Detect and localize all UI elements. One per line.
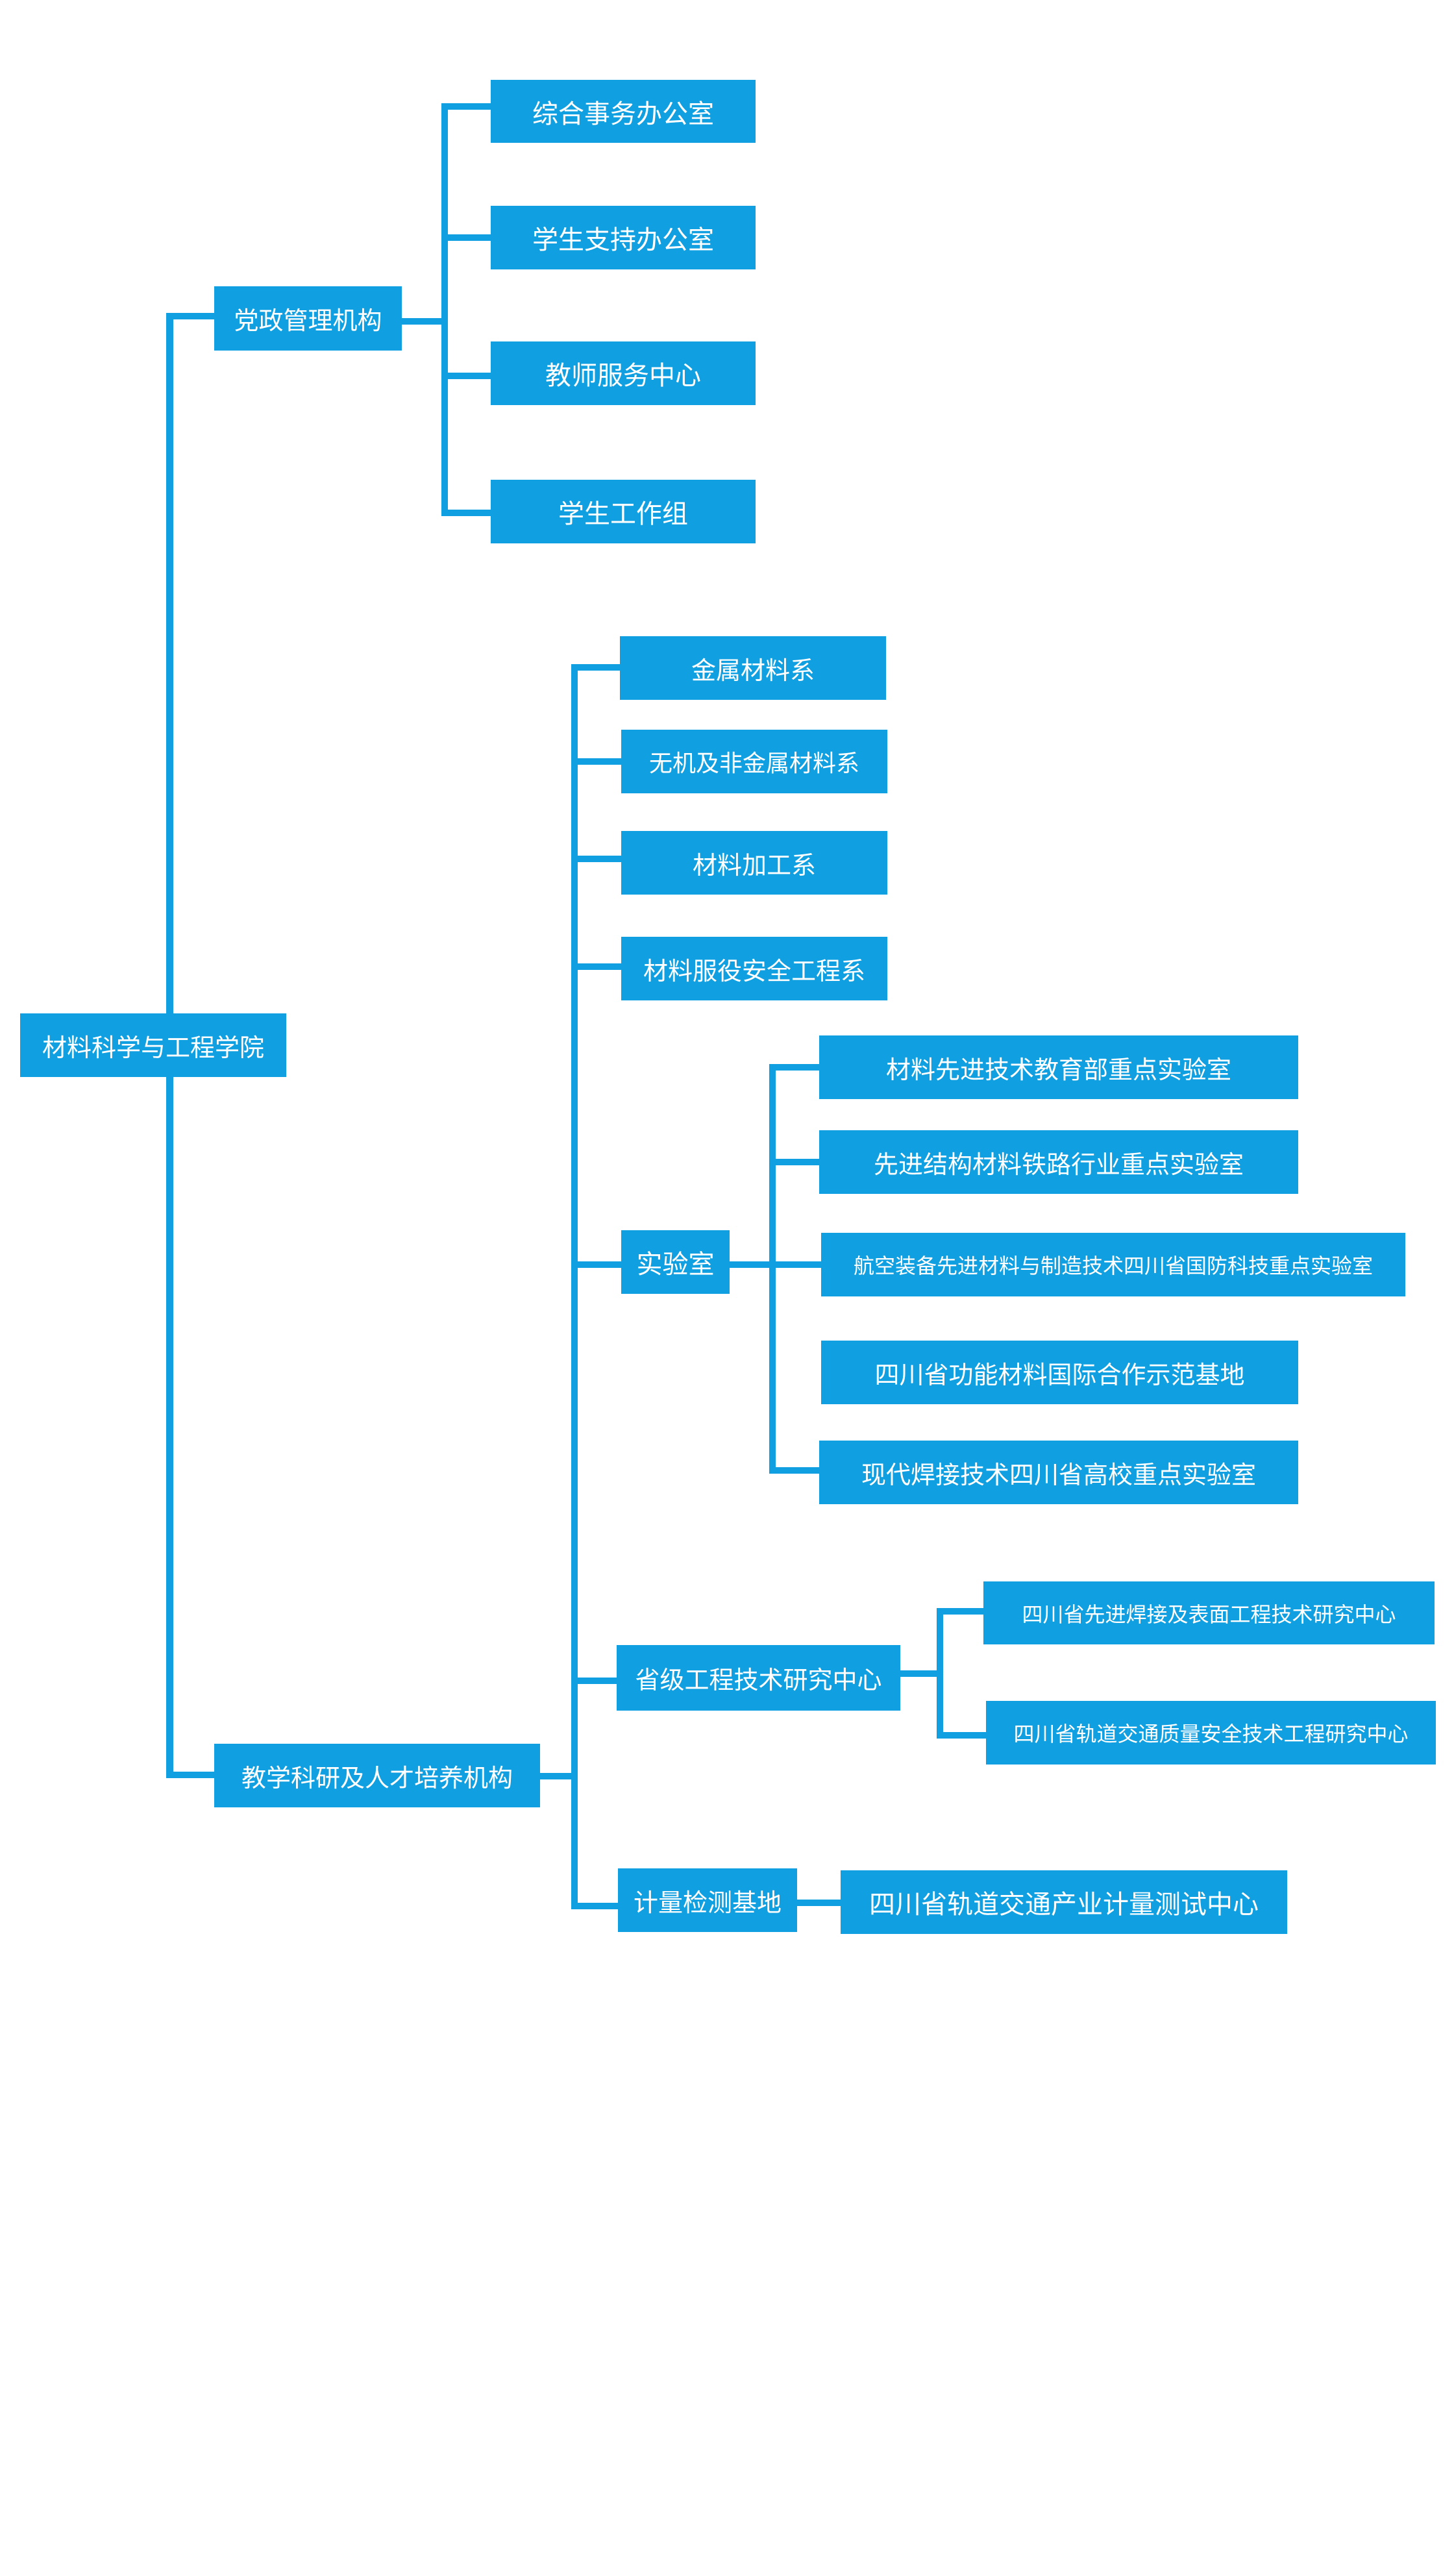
connector <box>441 103 448 516</box>
org-node-lab: 材料先进技术教育部重点实验室 <box>819 1035 1298 1099</box>
org-node-admin-child: 学生支持办公室 <box>491 206 756 269</box>
org-node-lab: 四川省功能材料国际合作示范基地 <box>821 1341 1298 1404</box>
connector <box>166 1772 214 1778</box>
org-node-labs: 实验室 <box>621 1230 730 1294</box>
org-node-department: 材料加工系 <box>621 831 887 895</box>
org-node-department: 材料服役安全工程系 <box>621 937 887 1000</box>
org-node-metrology: 计量检测基地 <box>618 1868 797 1932</box>
org-node-admin-child: 综合事务办公室 <box>491 80 756 143</box>
org-node-department: 金属材料系 <box>620 636 886 700</box>
connector <box>402 318 445 325</box>
connector <box>769 1467 819 1474</box>
org-node-teaching: 教学科研及人才培养机构 <box>214 1744 540 1807</box>
connector <box>571 1903 618 1909</box>
connector <box>571 856 621 862</box>
org-node-admin-child: 学生工作组 <box>491 480 756 543</box>
connector <box>441 234 491 241</box>
connector <box>937 1608 943 1739</box>
connector <box>540 1773 577 1779</box>
org-node-metrology-child: 四川省轨道交通产业计量测试中心 <box>841 1870 1287 1934</box>
org-node-lab: 先进结构材料铁路行业重点实验室 <box>819 1130 1298 1194</box>
org-node-center: 四川省轨道交通质量安全技术工程研究中心 <box>986 1701 1436 1765</box>
connector <box>571 664 620 671</box>
connector <box>900 1670 943 1677</box>
connector <box>769 1261 821 1268</box>
connector <box>571 1678 617 1684</box>
org-node-centers: 省级工程技术研究中心 <box>617 1645 900 1711</box>
connector <box>769 1064 819 1071</box>
org-node-department: 无机及非金属材料系 <box>621 730 887 793</box>
org-node-lab: 现代焊接技术四川省高校重点实验室 <box>819 1441 1298 1504</box>
connector <box>797 1900 841 1906</box>
connector <box>441 103 491 110</box>
connector <box>571 963 621 970</box>
connector <box>571 1261 621 1268</box>
org-node-root: 材料科学与工程学院 <box>20 1013 286 1077</box>
connector <box>730 1261 772 1268</box>
connector <box>441 510 491 516</box>
org-node-admin: 党政管理机构 <box>214 286 402 351</box>
org-node-center: 四川省先进焊接及表面工程技术研究中心 <box>983 1581 1435 1644</box>
connector <box>571 758 621 765</box>
connector <box>571 664 578 1909</box>
connector <box>441 373 491 379</box>
connector <box>937 1732 986 1739</box>
connector <box>769 1159 819 1165</box>
connector <box>769 1064 776 1474</box>
org-node-admin-child: 教师服务中心 <box>491 341 756 405</box>
org-node-lab: 航空装备先进材料与制造技术四川省国防科技重点实验室 <box>821 1233 1405 1296</box>
connector <box>937 1608 983 1615</box>
connector <box>166 313 214 319</box>
